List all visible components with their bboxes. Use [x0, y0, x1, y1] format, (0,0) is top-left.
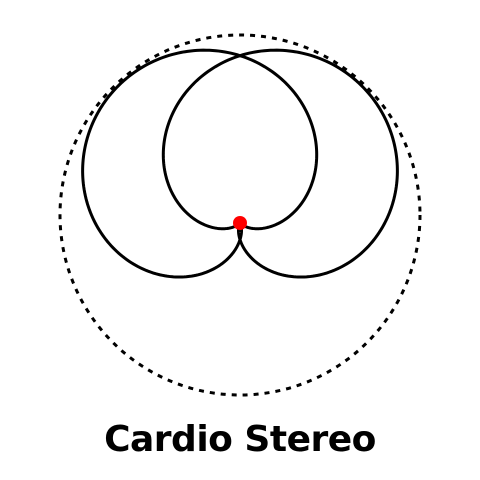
cardio-stereo-diagram	[58, 33, 422, 397]
diagram-caption: Cardio Stereo	[104, 419, 376, 460]
left-cardioid-lobe	[81, 48, 319, 279]
right-cardioid-lobe	[161, 48, 399, 279]
reference-circle	[58, 33, 422, 397]
microphone-position-dot	[233, 216, 247, 230]
